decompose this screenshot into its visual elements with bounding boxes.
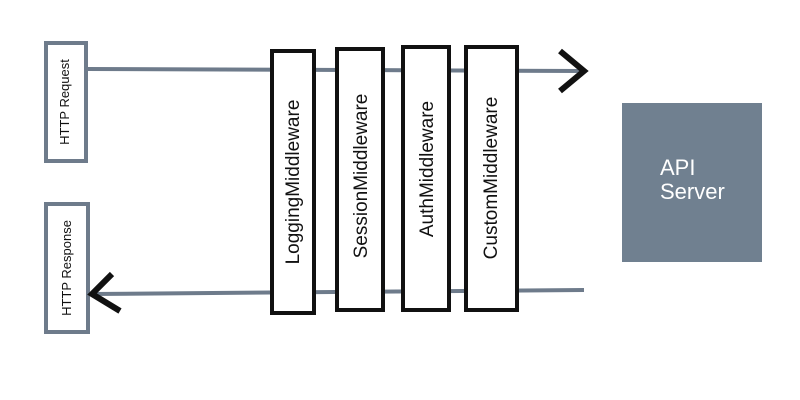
middleware-custom: CustomMiddleware [464, 45, 519, 312]
http-request-box: HTTP Request [44, 41, 88, 163]
api-server-box [622, 103, 762, 262]
middleware-session-label: SessionMiddleware [351, 94, 372, 259]
middleware-auth: AuthMiddleware [401, 45, 451, 312]
middleware-session: SessionMiddleware [335, 47, 385, 312]
api-server-label-line1: API [660, 155, 696, 180]
middleware-logging-label: LoggingMiddleware [283, 100, 304, 265]
middleware-auth-label: AuthMiddleware [417, 101, 438, 237]
api-server-label: API Server [660, 156, 725, 204]
api-server-label-line2: Server [660, 179, 725, 204]
middleware-custom-label: CustomMiddleware [481, 97, 502, 260]
http-request-label: HTTP Request [57, 59, 72, 145]
request-arrowhead-icon [558, 48, 589, 94]
http-response-box: HTTP Response [44, 202, 90, 334]
response-arrowhead-icon [87, 271, 122, 314]
http-response-label: HTTP Response [59, 220, 74, 316]
middleware-logging: LoggingMiddleware [270, 49, 316, 315]
